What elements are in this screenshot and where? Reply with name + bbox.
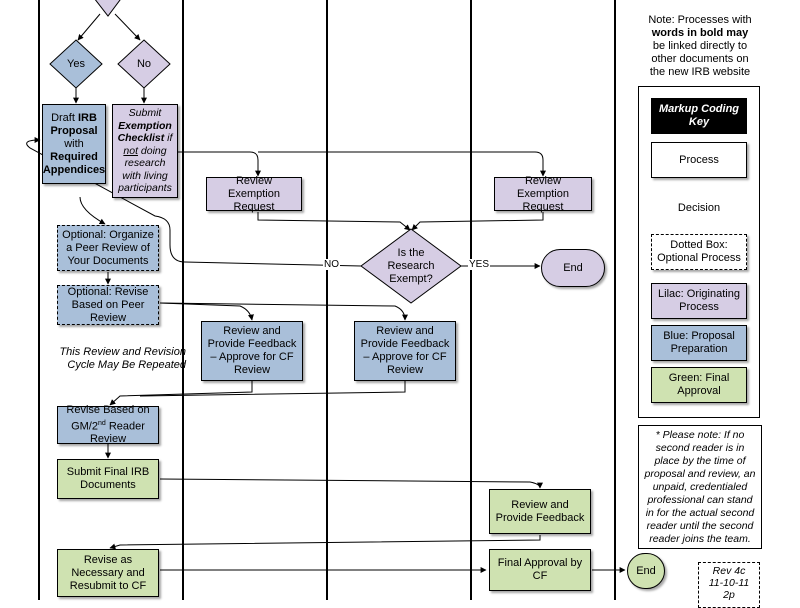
no-arrow-label: NO (323, 259, 340, 270)
end-terminal-1: End (541, 249, 605, 287)
key-decision-label: Decision (677, 201, 721, 214)
review-exemption-request-box-2: Review Exemption Request (494, 175, 592, 213)
submit-final-irb-box: Submit Final IRB Documents (57, 459, 159, 499)
review-cycle-note: This Review and Revision Cycle May Be Re… (59, 346, 186, 371)
key-title: Markup Coding Key (651, 98, 747, 134)
revision-stamp: Rev 4c 11-10-11 2p (698, 562, 760, 608)
revise-resubmit-box: Revise as Necessary and Resubmit to CF (57, 549, 159, 597)
lane-divider-5 (614, 0, 616, 600)
submit-exemption-checklist-box: Submit Exemption Checklist if not doing … (112, 104, 178, 198)
lane-divider-2 (182, 0, 184, 600)
lane-divider-3 (326, 0, 328, 600)
yes-label: Yes (67, 57, 85, 70)
bold-links-note: Note: Processes with words in bold may b… (648, 14, 752, 78)
research-exempt-diamond (360, 228, 462, 304)
key-process: Process (651, 142, 747, 178)
top-decision-diamond (94, 0, 121, 17)
key-lilac: Lilac: Originating Process (651, 283, 747, 319)
key-green: Green: Final Approval (651, 367, 747, 403)
optional-peer-review-box: Optional: Organize a Peer Review of Your… (57, 225, 159, 271)
draft-irb-proposal-box: Draft IRB Proposal with Required Appendi… (42, 104, 106, 184)
end-terminal-2: End (627, 553, 665, 589)
second-reader-note: * Please note: If no second reader is in… (638, 425, 762, 549)
research-exempt-label: Is the Research Exempt? (387, 246, 435, 285)
review-feedback-box-3: Review and Provide Feedback (489, 489, 591, 534)
lane-divider-1 (38, 0, 40, 600)
optional-revise-peer-box: Optional: Revise Based on Peer Review (57, 285, 159, 325)
key-dotted-box: Dotted Box: Optional Process (651, 234, 747, 270)
review-exemption-request-box-1: Review Exemption Request (206, 175, 302, 213)
lane-divider-4 (470, 0, 472, 600)
final-approval-box: Final Approval by CF (489, 549, 591, 591)
yes-arrow-label: YES (468, 259, 491, 270)
revise-gm-reader-box: Revise Based on GM/2nd Reader Review (57, 404, 159, 445)
key-blue: Blue: Proposal Preparation (651, 325, 747, 361)
review-feedback-box-2: Review and Provide Feedback – Approve fo… (354, 321, 456, 381)
review-feedback-box-1: Review and Provide Feedback – Approve fo… (201, 321, 303, 381)
no-label: No (136, 57, 152, 70)
